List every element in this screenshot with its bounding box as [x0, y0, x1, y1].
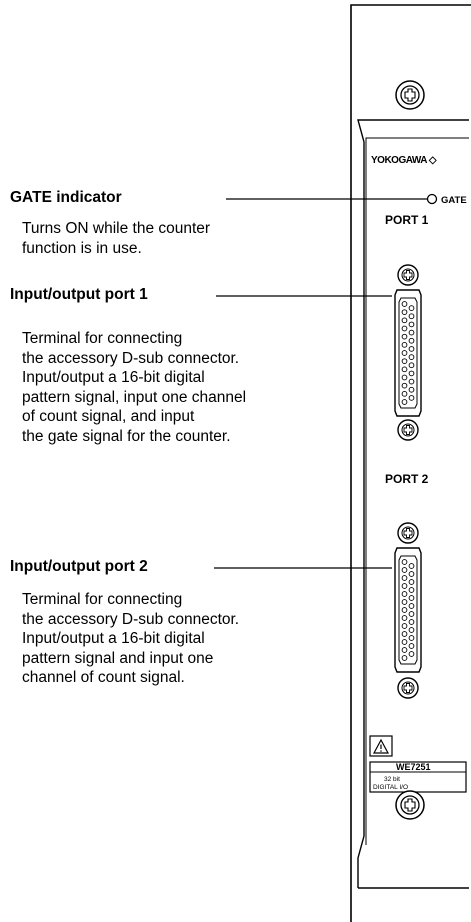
connector-pin — [401, 575, 408, 581]
connector-pin — [401, 366, 408, 373]
description-line: function is in use. — [22, 239, 142, 257]
description-line: the accessory D-sub connector. — [22, 349, 240, 367]
connector-pin — [401, 341, 408, 348]
connector-pin — [408, 386, 415, 393]
spec-line-2: DIGITAL I/O — [373, 784, 408, 791]
connector-pin — [408, 587, 415, 593]
connector-pin — [401, 309, 408, 316]
connector-pin — [401, 325, 408, 332]
connector-pin — [408, 362, 415, 369]
connector-pin — [401, 333, 408, 340]
connector-pin — [408, 346, 415, 352]
description-line: Terminal for connecting — [22, 591, 183, 608]
description-line: the gate signal for the counter. — [22, 427, 231, 445]
connector-pin — [401, 583, 408, 589]
front-plate — [357, 119, 469, 888]
port2-title: Input/output port 2 — [10, 558, 148, 575]
model-label-box — [369, 761, 467, 793]
connector-pin — [408, 643, 415, 649]
top-screw-icon — [395, 80, 425, 110]
connector-pin — [401, 599, 408, 605]
connector-pin — [401, 559, 408, 565]
connector-pin — [408, 579, 415, 585]
connector-pin — [408, 651, 415, 657]
connector-pin — [401, 382, 408, 389]
port1-title: Input/output port 1 — [10, 286, 148, 303]
gate-indicator-title: GATE indicator — [10, 189, 122, 206]
connector-pin — [408, 603, 415, 609]
connector-pin — [408, 635, 415, 641]
connector-pin — [408, 563, 415, 569]
connector-pin — [401, 374, 408, 381]
port2-label: PORT 2 — [385, 472, 429, 486]
spec-line-1: 32 bit — [384, 776, 400, 783]
description-line: the accessory D-sub connector. — [22, 610, 240, 628]
connector-pin — [408, 305, 415, 311]
connector-pin — [408, 595, 415, 601]
connector-pin — [408, 611, 415, 617]
gate-led — [426, 193, 438, 205]
connector-pin — [401, 655, 408, 661]
connector-pin — [408, 619, 415, 625]
port1-label: PORT 1 — [385, 213, 429, 227]
connector-pin — [401, 623, 408, 629]
module-panel-outline — [350, 4, 471, 922]
gate-label: GATE — [441, 195, 467, 206]
connector-pin — [401, 631, 408, 637]
brand-logo: YOKOGAWA ◇ — [371, 155, 437, 166]
description-line: Terminal for connecting — [22, 330, 183, 347]
description-line: Input/output a 16-bit digital — [22, 630, 205, 647]
connector-pin — [408, 370, 415, 377]
connector-pin — [401, 639, 408, 645]
connector-pin — [401, 647, 408, 653]
connector-pin — [401, 591, 408, 597]
front-plate-inner — [365, 137, 469, 845]
connector-pin — [401, 399, 408, 405]
port2-description: Terminal for connecting the accessory D-… — [22, 590, 239, 688]
port2-connector — [394, 522, 422, 699]
description-line: Input/output a 16-bit digital — [22, 369, 205, 386]
connector-pin — [408, 395, 415, 401]
warning-icon — [372, 738, 390, 754]
connector-pin — [408, 627, 415, 633]
connector-pin — [401, 390, 408, 397]
connector-pin — [401, 350, 408, 356]
gate-indicator-description: Turns ON while the counter function is i… — [22, 219, 210, 258]
connector-pin — [408, 321, 415, 328]
description-line: pattern signal and input one — [22, 649, 214, 667]
bottom-screw-icon — [395, 790, 425, 820]
model-number: WE7251 — [396, 762, 431, 772]
connector-pin — [408, 378, 415, 385]
description-line: pattern signal, input one channel — [22, 388, 247, 406]
port1-connector — [394, 264, 422, 441]
description-line: of count signal, and input — [22, 408, 195, 425]
connector-pin — [408, 354, 415, 360]
connector-pin — [408, 313, 415, 320]
port1-description: Terminal for connecting the accessory D-… — [22, 329, 246, 446]
description-line: channel of count signal. — [22, 669, 185, 686]
connector-pin — [401, 358, 408, 365]
connector-pin — [401, 301, 408, 307]
connector-pin — [401, 567, 408, 573]
connector-pin — [401, 607, 408, 613]
connector-pin — [408, 329, 415, 336]
connector-pin — [401, 317, 408, 324]
connector-pin — [401, 615, 408, 621]
connector-pin — [408, 571, 415, 577]
connector-pin — [408, 337, 415, 344]
description-line: Turns ON while the counter — [22, 220, 211, 237]
